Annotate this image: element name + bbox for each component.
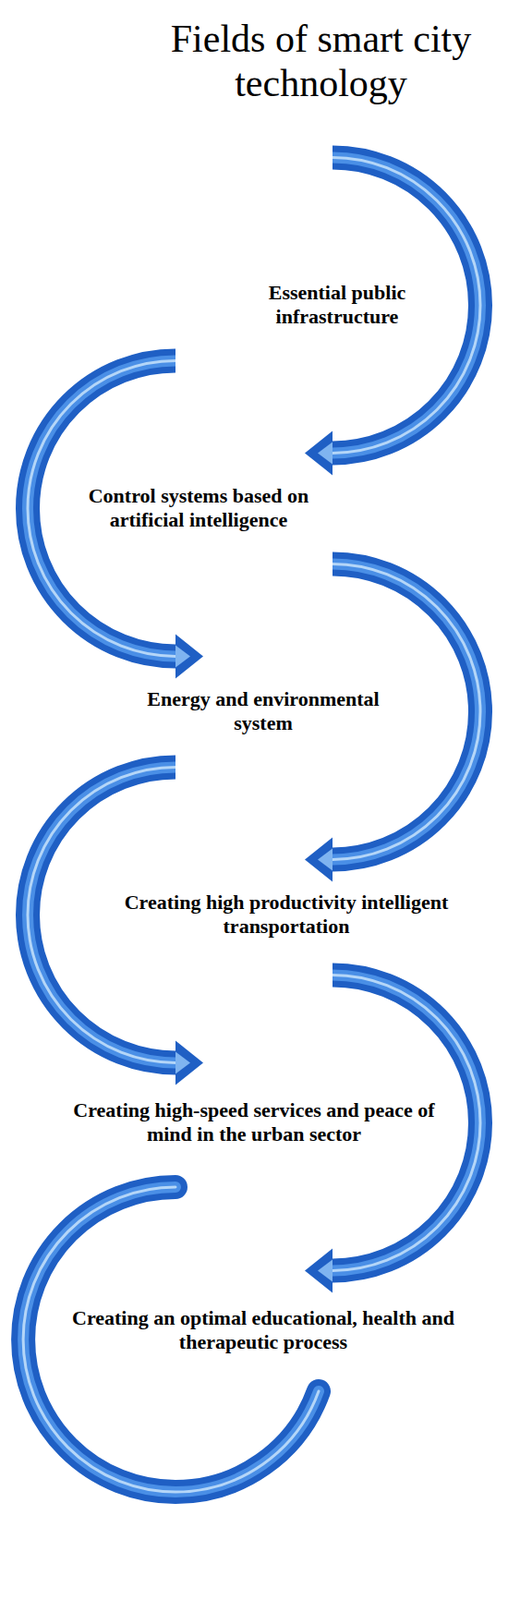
arrow-head-shine (175, 644, 191, 667)
arrow-head (304, 836, 333, 882)
field-label: Creating high productivity intelligent t… (110, 890, 462, 940)
arrow-shine (332, 563, 481, 859)
field-label: Energy and environmental system (129, 687, 398, 737)
field-label: Creating high-speed services and peace o… (50, 1098, 458, 1148)
arrow-head-shine (317, 847, 333, 871)
field-text: Creating an optimal educational, health … (50, 1306, 476, 1355)
diagram-title: Fields of smart city technology (138, 16, 504, 107)
arrow-head-shine (317, 441, 333, 464)
curved-arrow (27, 766, 204, 1085)
arrow-shine (27, 766, 176, 1063)
arrow-head (304, 430, 333, 475)
arrow-head-shine (317, 1258, 333, 1282)
field-text: Creating high-speed services and peace o… (50, 1098, 458, 1148)
arrow-tube (27, 766, 176, 1063)
arrow-head (175, 1040, 204, 1085)
field-label: Control systems based on artificial inte… (55, 483, 342, 533)
curved-arrow (304, 563, 481, 882)
field-text: Creating high productivity intelligent t… (110, 890, 462, 940)
arrow-highlight (332, 563, 481, 859)
arrow-highlight (27, 766, 176, 1063)
field-text: Control systems based on artificial inte… (55, 483, 342, 533)
arrow-tube (332, 563, 481, 859)
arrow-head (175, 633, 204, 678)
field-text: Energy and environmental system (129, 687, 398, 737)
arrow-head-shine (175, 1051, 191, 1074)
field-text: Essential public infrastructure (226, 280, 448, 330)
field-label: Creating an optimal educational, health … (50, 1306, 476, 1355)
field-label: Essential public infrastructure (226, 280, 448, 330)
arrow-head (304, 1247, 333, 1293)
